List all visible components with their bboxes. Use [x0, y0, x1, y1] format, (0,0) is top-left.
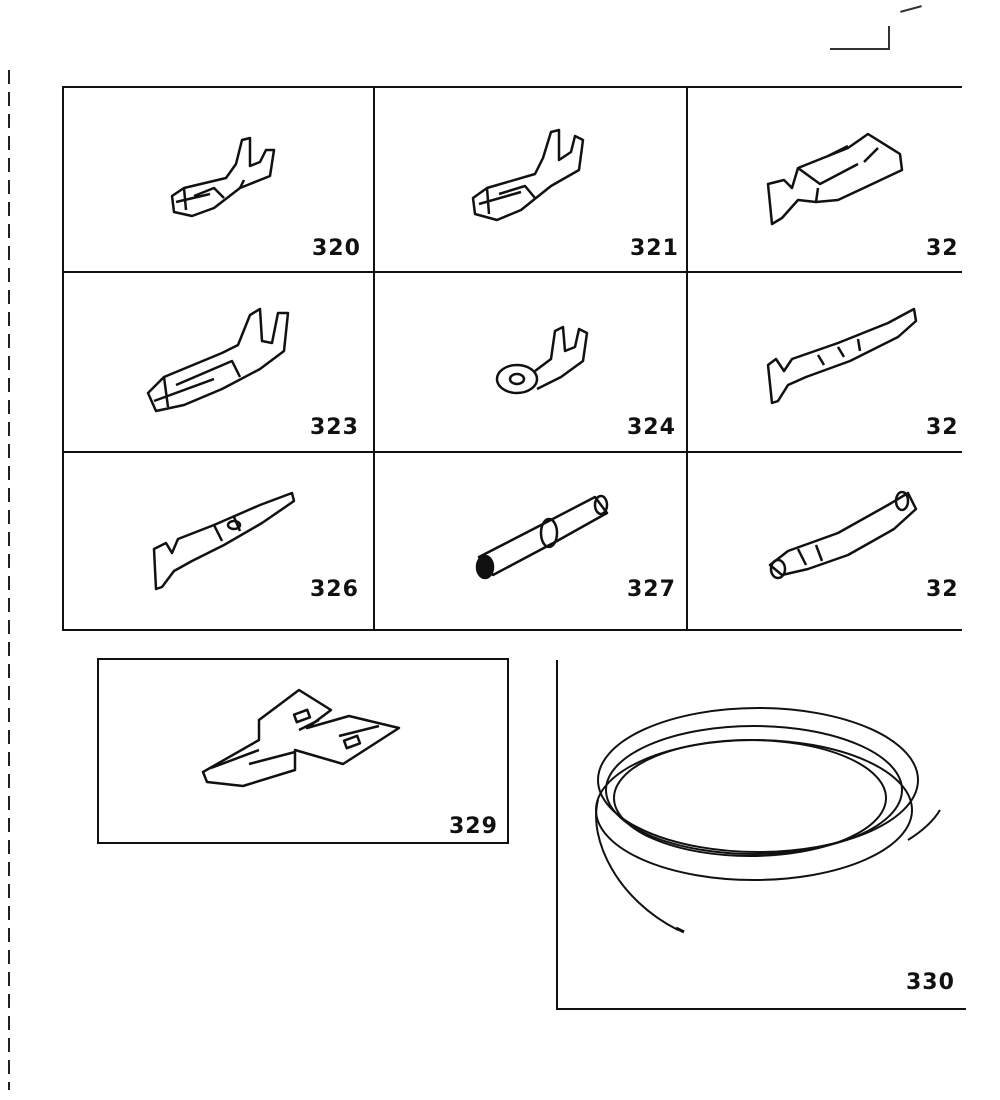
female-terminal-icon	[170, 136, 276, 218]
part-cell-326: 326	[64, 453, 375, 629]
part-number-325: 32	[926, 415, 959, 440]
part-number-322: 32	[926, 236, 959, 261]
scan-mark	[888, 26, 890, 50]
large-female-terminal-icon	[146, 307, 290, 413]
scan-mark	[830, 48, 890, 50]
pin-terminal-icon	[766, 307, 918, 405]
wire-coil-icon	[595, 707, 941, 934]
butt-connector-icon	[475, 494, 609, 580]
part-cell-324: 324	[375, 273, 688, 453]
ring-terminal-icon	[495, 325, 589, 395]
parts-grid: 320 321 32 323 324	[62, 86, 962, 631]
scan-mark	[900, 5, 922, 13]
part-number-327: 327	[627, 577, 676, 602]
flag-terminal-icon	[766, 132, 904, 226]
part-number-326: 326	[310, 577, 359, 602]
part-number-321: 321	[630, 236, 679, 261]
part-number-328: 32	[926, 577, 959, 602]
part-cell-325: 32	[688, 273, 962, 453]
part-number-323: 323	[310, 415, 359, 440]
part-number-320: 320	[312, 236, 361, 261]
part-number-330: 330	[906, 970, 955, 995]
part-cell-320: 320	[64, 88, 375, 273]
part-cell-328: 32	[688, 453, 962, 629]
pin-terminal-icon	[152, 491, 296, 591]
scan-edge-left	[8, 70, 10, 1090]
part-cell-321: 321	[375, 88, 688, 273]
part-cell-327: 327	[375, 453, 688, 629]
part-box-330: 330	[556, 660, 966, 1010]
part-number-324: 324	[627, 415, 676, 440]
double-spade-adapter-icon	[201, 688, 401, 788]
part-box-329: 329	[97, 658, 509, 844]
part-cell-322: 32	[688, 88, 962, 273]
part-cell-323: 323	[64, 273, 375, 453]
bullet-terminal-icon	[768, 490, 918, 580]
female-terminal-icon	[471, 128, 585, 222]
part-number-329: 329	[449, 814, 498, 839]
